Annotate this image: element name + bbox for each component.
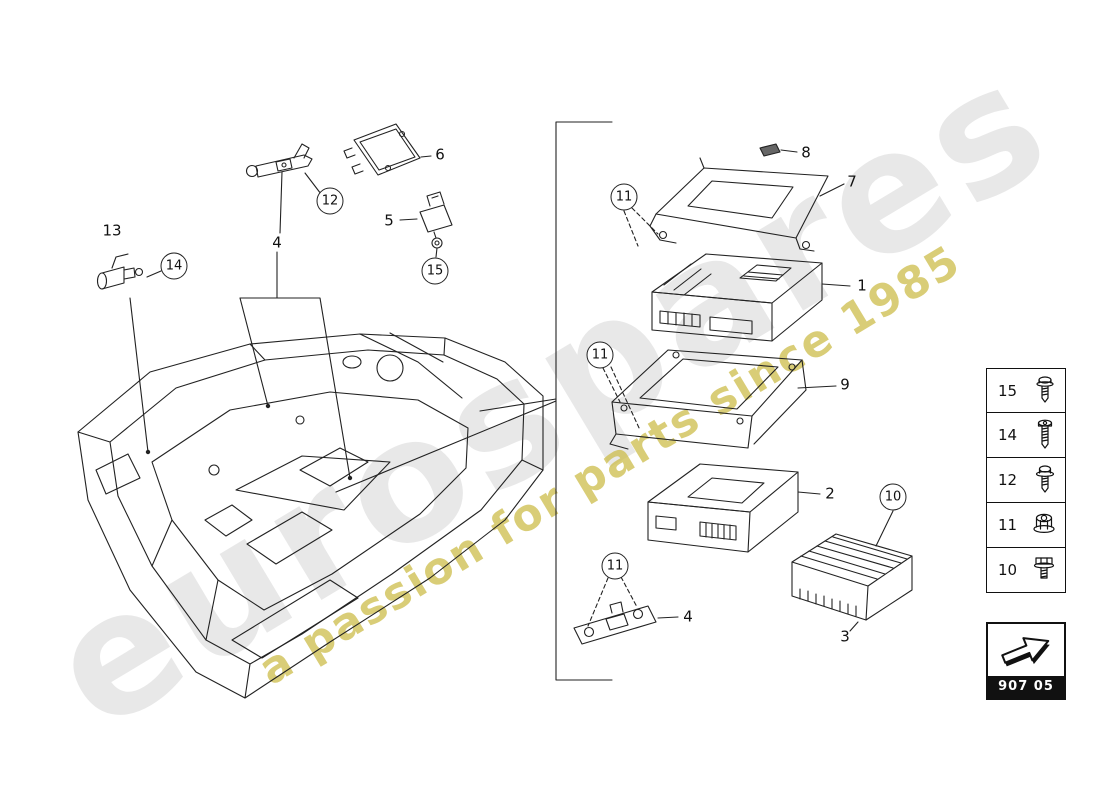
legend-number: 12 (998, 471, 1018, 489)
legend-number: 11 (998, 516, 1018, 534)
direction-arrow-icon (1001, 637, 1050, 667)
callout-8[interactable]: 8 (801, 143, 811, 162)
callout-1[interactable]: 1 (857, 276, 867, 295)
part-4-bottom-bracket (573, 601, 679, 645)
leader-lines (129, 155, 438, 481)
part-9-mounting-bracket (609, 349, 837, 450)
callout-11-b[interactable]: 11 (586, 341, 614, 369)
legend-number: 15 (998, 381, 1018, 400)
part-8-clip (759, 143, 798, 157)
callout-14[interactable]: 14 (160, 252, 188, 280)
callout-15[interactable]: 15 (421, 257, 449, 285)
callout-12[interactable]: 12 (316, 187, 344, 215)
part-6-control-module (343, 123, 421, 176)
part-4-antenna-bracket (245, 143, 313, 234)
part-3-control-module (791, 510, 913, 632)
legend-row-11[interactable]: 11 (986, 503, 1066, 548)
dashed-leader-lines (587, 207, 659, 627)
washer-screw-icon (1035, 465, 1055, 493)
legend-row-15[interactable]: 15 (986, 368, 1066, 413)
code-arrow-wrap (988, 624, 1064, 676)
flange-nut-icon (1033, 513, 1055, 534)
pan-head-screw-icon (1036, 375, 1054, 403)
callout-3[interactable]: 3 (840, 627, 850, 646)
hex-bolt-icon (1033, 557, 1055, 579)
callout-13[interactable]: 13 (102, 221, 122, 240)
callout-10[interactable]: 10 (879, 483, 907, 511)
callout-4-bottom[interactable]: 4 (683, 607, 693, 626)
callout-2[interactable]: 2 (825, 484, 835, 503)
callout-7[interactable]: 7 (847, 172, 857, 191)
legend-number: 10 (998, 561, 1018, 579)
callout-4-top[interactable]: 4 (272, 233, 282, 252)
fastener-legend: 15 14 12 (986, 368, 1066, 593)
part-1-control-unit (651, 253, 851, 342)
torx-screw-icon (1037, 419, 1053, 449)
legend-number: 14 (998, 426, 1018, 444)
part-5-sensor (419, 191, 453, 249)
legend-row-14[interactable]: 14 (986, 413, 1066, 458)
callout-11-a[interactable]: 11 (610, 183, 638, 211)
legend-row-10[interactable]: 10 (986, 548, 1066, 593)
diagram-code: 907 05 (988, 676, 1064, 698)
part-13-sensor (96, 253, 144, 290)
group-bracket (335, 121, 613, 681)
chassis-wireframe (77, 332, 544, 699)
part-7-mounting-frame (649, 157, 845, 252)
diagram-code-box: 907 05 (986, 622, 1066, 700)
callout-11-c[interactable]: 11 (601, 552, 629, 580)
callout-6[interactable]: 6 (435, 145, 445, 164)
callout-9[interactable]: 9 (840, 375, 850, 394)
callout-5[interactable]: 5 (384, 211, 394, 230)
legend-row-12[interactable]: 12 (986, 458, 1066, 503)
part-2-control-unit (647, 463, 821, 553)
